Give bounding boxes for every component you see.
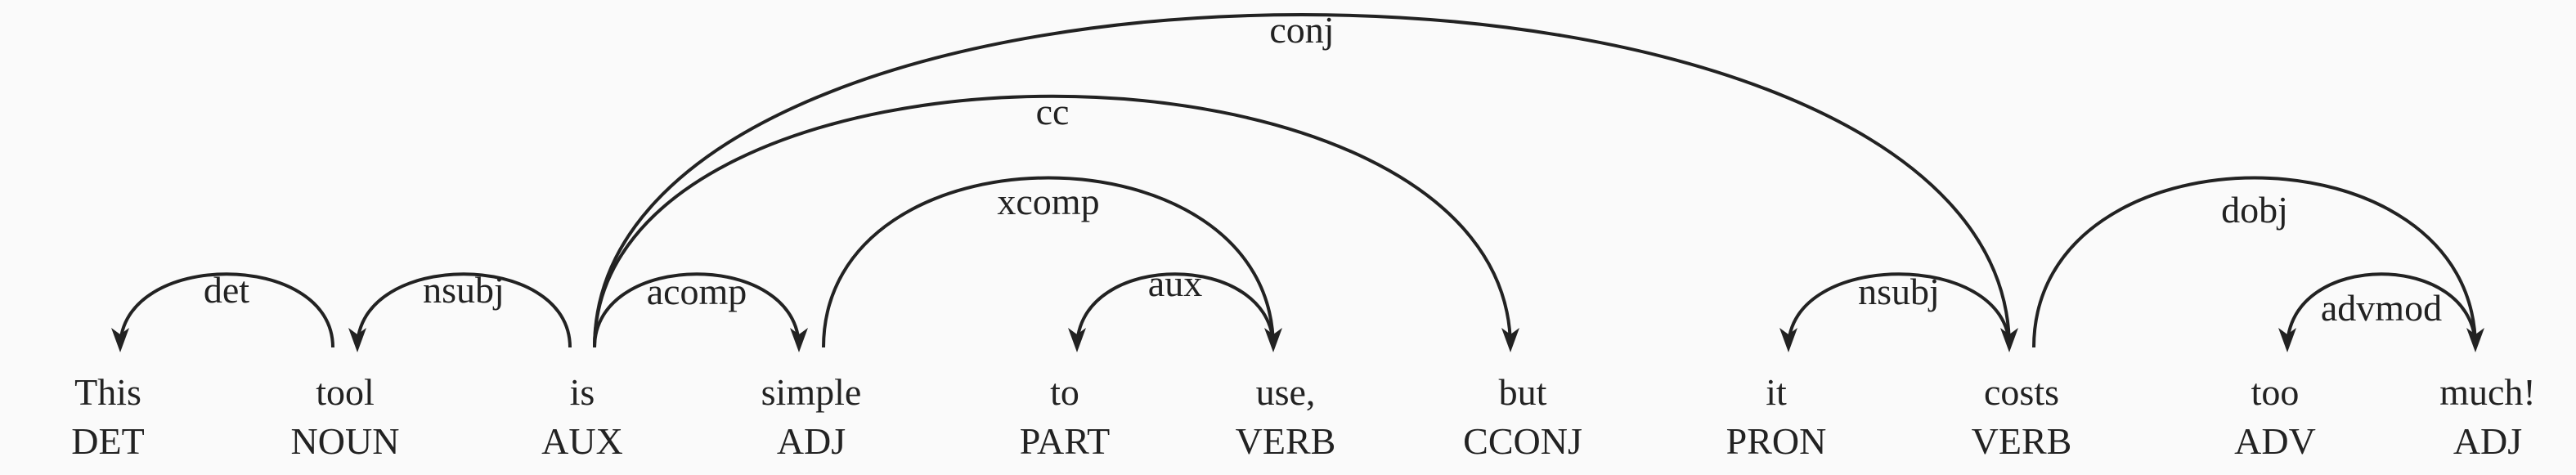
- token-word: use,: [1256, 371, 1316, 413]
- token-word: much!: [2439, 371, 2536, 413]
- token-pos-tag: PART: [1020, 420, 1111, 462]
- dependency-arc: cc: [593, 91, 1519, 352]
- token-pos-tag: VERB: [1972, 420, 2072, 462]
- arrowhead: [790, 328, 808, 352]
- dependency-arc: nsubj: [348, 269, 572, 352]
- arc-line: [822, 176, 1275, 348]
- token-pos-tag: NOUN: [291, 420, 400, 462]
- arc-label: cc: [1036, 91, 1070, 132]
- token-pos-tag: AUX: [541, 420, 623, 462]
- dependency-arc: acomp: [593, 271, 808, 352]
- arc-label: acomp: [647, 271, 747, 312]
- token-pos-tag: CCONJ: [1463, 420, 1582, 462]
- token-word: costs: [1984, 371, 2059, 413]
- token-pos-tag: ADV: [2234, 420, 2316, 462]
- arc-line: [593, 272, 801, 348]
- token-word: This: [74, 371, 141, 413]
- arrowhead: [1068, 328, 1086, 352]
- dependency-arc: nsubj: [1779, 271, 2011, 352]
- arc-label: xcomp: [997, 181, 1099, 222]
- arc-label: det: [204, 269, 249, 311]
- arrowhead: [348, 328, 366, 352]
- dependency-arc: det: [111, 269, 334, 352]
- token-word: but: [1499, 371, 1547, 413]
- arc-line: [2286, 272, 2477, 348]
- token-word: to: [1050, 371, 1079, 413]
- arc-line: [356, 272, 572, 348]
- token-pos-tag: ADJ: [2453, 420, 2522, 462]
- arc-line: [1075, 272, 1275, 348]
- arc-line: [2032, 176, 2477, 348]
- token-pos-tag: DET: [71, 420, 144, 462]
- arc-line: [593, 13, 2011, 348]
- dependency-arc: advmod: [2278, 272, 2477, 352]
- token-word: simple: [761, 371, 862, 413]
- token-word: too: [2251, 371, 2300, 413]
- arrowhead: [1501, 328, 1519, 352]
- arrowhead: [2278, 328, 2296, 352]
- arc-label: conj: [1269, 9, 1334, 51]
- token-word: is: [570, 371, 595, 413]
- arc-label: advmod: [2321, 287, 2442, 329]
- arc-label: nsubj: [423, 269, 505, 311]
- dependency-arc: dobj: [2032, 176, 2484, 352]
- token-word: tool: [316, 371, 375, 413]
- arcs-layer: det nsubj acomp cc conj xcomp aux nsubj dobj advm…: [111, 9, 2484, 352]
- token-pos-tag: PRON: [1726, 420, 1827, 462]
- dependency-arc: xcomp: [822, 176, 1282, 352]
- arrowhead: [111, 328, 129, 352]
- dependency-arc: conj: [593, 9, 2018, 352]
- token: much! ADJ: [2439, 371, 2536, 462]
- arc-label: dobj: [2221, 189, 2288, 231]
- token-pos-tag: ADJ: [777, 420, 846, 462]
- token: use, VERB: [1236, 371, 1336, 462]
- arc-label: nsubj: [1858, 271, 1940, 312]
- arrowhead: [1779, 328, 1797, 352]
- token-pos-tag: VERB: [1236, 420, 1336, 462]
- token-word: it: [1766, 371, 1787, 413]
- arc-label: aux: [1148, 262, 1202, 304]
- dependency-arc: aux: [1068, 262, 1275, 352]
- arc-line: [1787, 272, 2011, 348]
- arc-line: [119, 272, 334, 348]
- arc-line: [593, 94, 1512, 348]
